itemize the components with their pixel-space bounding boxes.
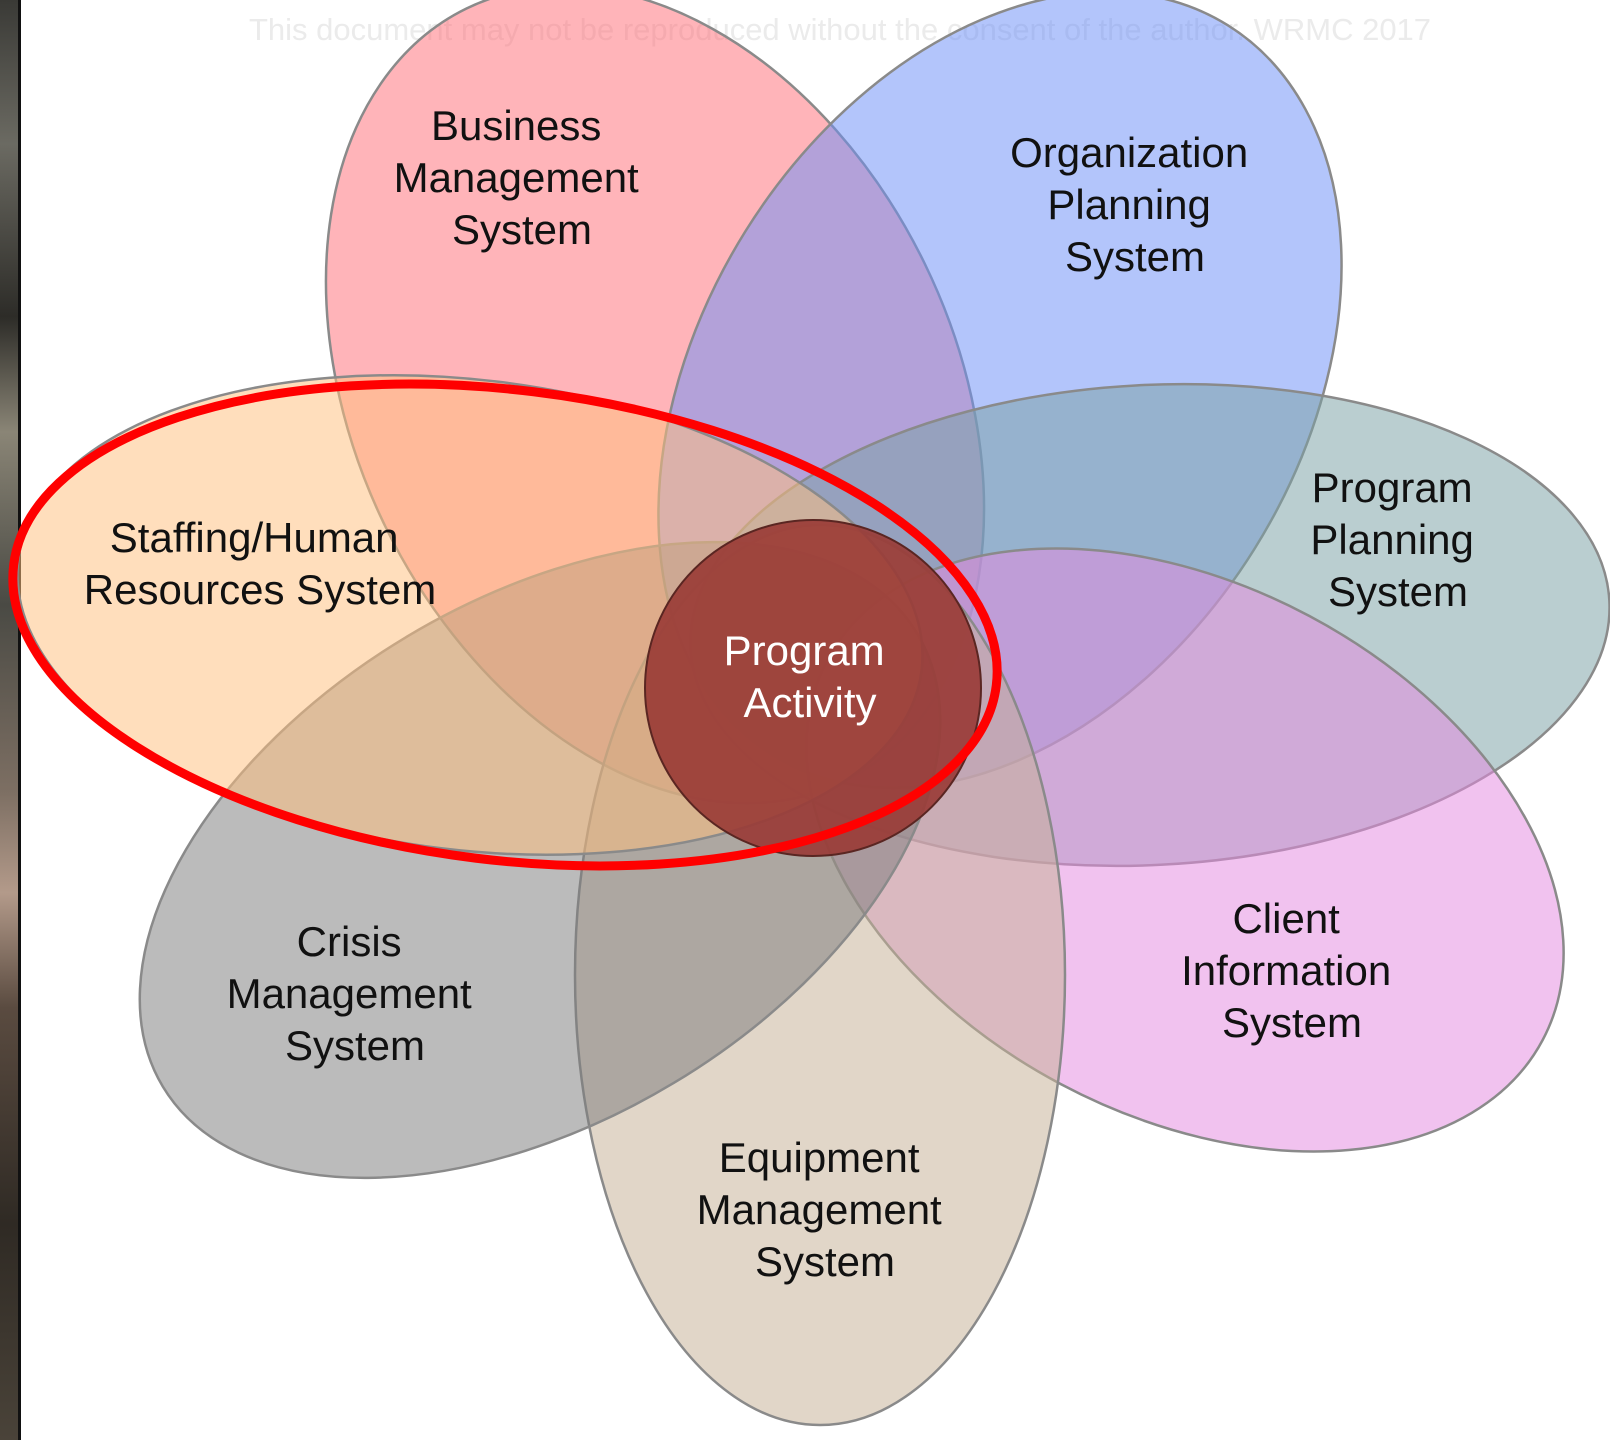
label-organization-planning: Organization Planning System [1010,129,1260,280]
center-circle [644,519,982,857]
label-client-information: Client Information System [1181,895,1403,1046]
label-program-activity: Program Activity [724,627,897,726]
label-staffing-human-resources: Staffing/Human Resources System [84,514,436,613]
highlight-ring [8,379,1002,871]
label-program-planning: Program Planning System [1310,464,1485,615]
label-crisis-management: Crisis Management System [227,918,484,1069]
label-equipment-management: Equipment Management System [697,1134,954,1285]
label-business-management: Business Management System [394,102,651,253]
petal-labels: Business Management System Organization … [84,102,1485,1285]
photo-strip [0,0,21,1440]
